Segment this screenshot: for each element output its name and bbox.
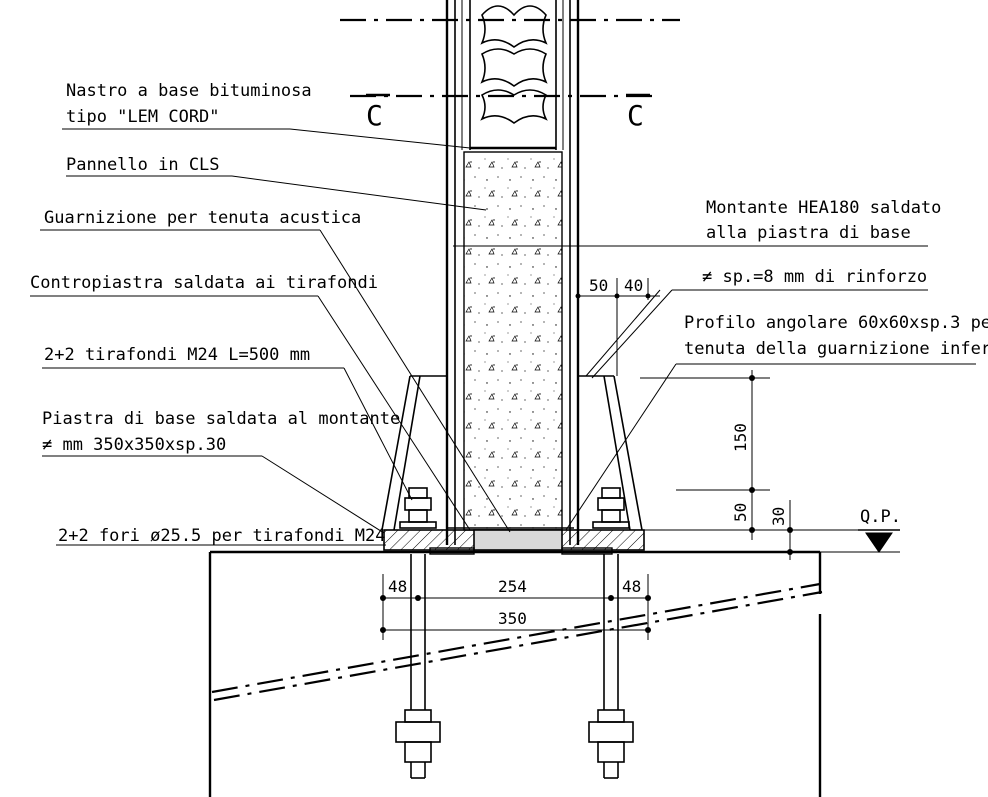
label-profilo-line1: Profilo angolare 60x60xsp.3 per xyxy=(684,313,988,333)
level-label: Q.P. xyxy=(860,507,901,527)
label-montante-line2: alla piastra di base xyxy=(706,223,911,243)
label-nastro-line1: Nastro a base bituminosa xyxy=(66,81,312,101)
base-plate xyxy=(383,527,645,551)
hollow-block-panel xyxy=(469,0,557,150)
dim-30-vertical: 30 xyxy=(769,507,788,526)
leader-guarnizione xyxy=(40,229,511,533)
dim-254: 254 xyxy=(498,577,527,596)
concrete-panel xyxy=(463,151,563,531)
label-fori: 2+2 fori ø25.5 per tirafondi M24 xyxy=(58,526,386,546)
dim-48-left: 48 xyxy=(388,577,407,596)
label-piastra-line1: Piastra di base saldata al montante xyxy=(42,409,400,429)
level-marker: Q.P. xyxy=(858,507,901,553)
label-rinforzo: ≠ sp.=8 mm di rinforzo xyxy=(702,267,927,287)
break-lines xyxy=(211,582,823,702)
label-montante-line1: Montante HEA180 saldato xyxy=(706,198,941,218)
anchor-bolt-right xyxy=(588,487,634,779)
leader-tirafondi xyxy=(42,367,413,501)
label-nastro-line2: tipo "LEM CORD" xyxy=(66,107,220,127)
dimension-top xyxy=(575,278,660,376)
dim-50-vertical: 50 xyxy=(731,503,750,522)
dim-350: 350 xyxy=(498,609,527,628)
label-guarnizione: Guarnizione per tenuta acustica xyxy=(44,208,361,228)
leader-nastro xyxy=(62,128,471,149)
stiffener-plate-right xyxy=(578,375,643,531)
section-mark-left: C xyxy=(366,99,383,132)
leader-rinforzo xyxy=(585,289,928,379)
label-contropiastra: Contropiastra saldata ai tirafondi xyxy=(30,273,378,293)
dim-48-right: 48 xyxy=(622,577,641,596)
label-tirafondi: 2+2 tirafondi M24 L=500 mm xyxy=(44,345,310,365)
leader-contropiastra xyxy=(30,295,471,531)
leader-pannello xyxy=(66,175,487,211)
dimension-vertical xyxy=(640,370,793,560)
section-mark-right: C xyxy=(627,99,644,132)
stiffener-plate-left xyxy=(381,375,447,531)
dim-150: 150 xyxy=(731,423,750,452)
column-hea180 xyxy=(445,0,580,545)
label-piastra-line2: ≠ mm 350x350xsp.30 xyxy=(42,435,226,455)
dim-40-top: 40 xyxy=(624,276,643,295)
dimension-bottom xyxy=(380,574,651,640)
leader-piastra xyxy=(42,455,385,534)
label-pannello: Pannello in CLS xyxy=(66,155,220,175)
leader-profilo xyxy=(565,363,976,531)
label-profilo-line2: tenuta della guarnizione inferiore xyxy=(684,339,988,359)
anchor-bolt-left xyxy=(395,487,441,779)
dim-50-top: 50 xyxy=(589,276,608,295)
